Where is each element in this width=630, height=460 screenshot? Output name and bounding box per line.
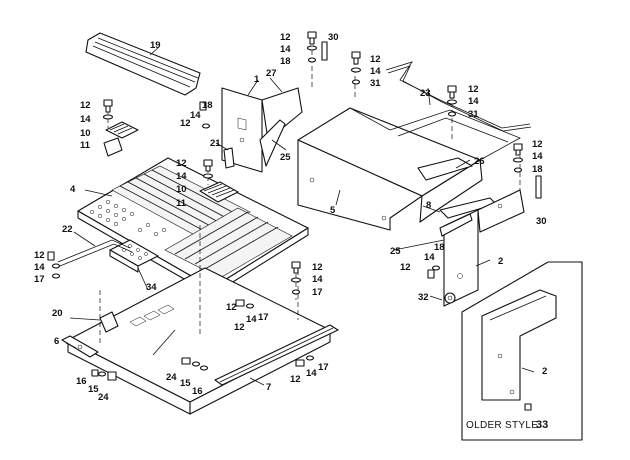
callout-14: 14	[370, 66, 381, 77]
callout-18: 18	[532, 164, 543, 175]
callout-12: 12	[176, 158, 187, 169]
callout-14: 14	[312, 274, 323, 285]
callout-25: 25	[280, 152, 291, 163]
callout-18: 18	[434, 242, 445, 253]
callout-12: 12	[180, 118, 191, 129]
callout-12: 12	[34, 250, 45, 261]
part-7-rail	[214, 324, 339, 386]
callout-12: 12	[400, 262, 411, 273]
callout-15: 15	[88, 384, 99, 395]
part-23-rod	[385, 61, 532, 132]
callout-21: 21	[210, 138, 221, 149]
inset-caption: OLDER STYLE	[466, 420, 538, 431]
callout-18: 18	[202, 100, 213, 111]
callout-31: 31	[468, 109, 479, 120]
floor-plate-holes	[89, 199, 167, 237]
pedal-on-plate	[199, 181, 239, 203]
frame-slots	[129, 304, 175, 327]
callout-12: 12	[468, 84, 479, 95]
part-3-frame	[67, 225, 331, 415]
callout-12: 12	[226, 302, 237, 313]
callout-22: 22	[62, 224, 73, 235]
callout-8: 8	[426, 200, 431, 211]
part-19-cover-strip	[85, 32, 201, 96]
callout-19: 19	[150, 40, 161, 51]
callout-12: 12	[312, 262, 323, 273]
callout-27: 27	[266, 68, 277, 79]
callout-30: 30	[536, 216, 547, 227]
callout-15: 15	[180, 378, 191, 389]
callout-2: 2	[498, 256, 503, 267]
part-26-plate	[417, 157, 473, 181]
callout-14: 14	[80, 114, 91, 125]
callout-16: 16	[192, 386, 203, 397]
part-20-clip	[99, 311, 119, 333]
floor-plate-ribs-2	[174, 211, 279, 270]
part-21-clip	[223, 147, 235, 169]
callout-14: 14	[468, 96, 479, 107]
floor-plate-ribs	[119, 169, 243, 235]
part-34-pad	[109, 239, 159, 273]
callout-17: 17	[34, 274, 45, 285]
callout-14: 14	[246, 314, 257, 325]
callout-17: 17	[312, 287, 323, 298]
part-27-bar	[261, 87, 303, 141]
callout-14: 14	[532, 151, 543, 162]
callout-14: 14	[280, 44, 291, 55]
callout-10: 10	[80, 128, 91, 139]
callout-14: 14	[34, 262, 45, 273]
callout-24: 24	[98, 392, 109, 403]
callout-20: 20	[52, 308, 63, 319]
callout-17: 17	[318, 362, 329, 373]
callout-32: 32	[418, 292, 429, 303]
callout-30: 30	[328, 32, 339, 43]
callout-5: 5	[330, 205, 336, 216]
hardware-bolts	[47, 31, 542, 381]
callout-12: 12	[280, 32, 291, 43]
callout-11: 11	[176, 198, 187, 209]
callout-1: 1	[254, 74, 260, 85]
callout-10: 10	[176, 184, 187, 195]
part-25-strip-upper	[259, 119, 286, 167]
callout-18: 18	[280, 56, 291, 67]
callout-12: 12	[80, 100, 91, 111]
callout-12: 12	[532, 139, 543, 150]
callout-14: 14	[176, 171, 187, 182]
part-22-rod	[57, 239, 133, 267]
callout-6: 6	[54, 336, 59, 347]
callout-14: 14	[190, 110, 201, 121]
callout-34: 34	[146, 282, 157, 293]
callout-25: 25	[390, 246, 401, 257]
callout-31: 31	[370, 78, 381, 89]
older-style-inset	[461, 261, 583, 441]
callout-24: 24	[166, 372, 177, 383]
part-25-strip-right	[439, 213, 473, 237]
callout-4: 4	[70, 184, 76, 195]
part-6-bracket	[61, 335, 99, 358]
callout-12: 12	[370, 54, 381, 65]
callout-labels: 19 12 14 10 11 18 14 12 21 1 27 12 14 18…	[34, 32, 547, 403]
callout-23: 23	[420, 88, 431, 99]
callout-12: 12	[290, 374, 301, 385]
callout-12: 12	[234, 322, 245, 333]
callout-26: 26	[474, 156, 485, 167]
pedal-upper-left	[103, 121, 139, 157]
callout-14: 14	[424, 252, 435, 263]
callout-11: 11	[80, 140, 91, 151]
callout-7: 7	[266, 382, 271, 393]
callout-2: 2	[542, 366, 547, 377]
callout-16: 16	[76, 376, 87, 387]
callout-14: 14	[306, 368, 317, 379]
inset-part-number: 33	[536, 419, 548, 431]
callout-17: 17	[258, 312, 269, 323]
